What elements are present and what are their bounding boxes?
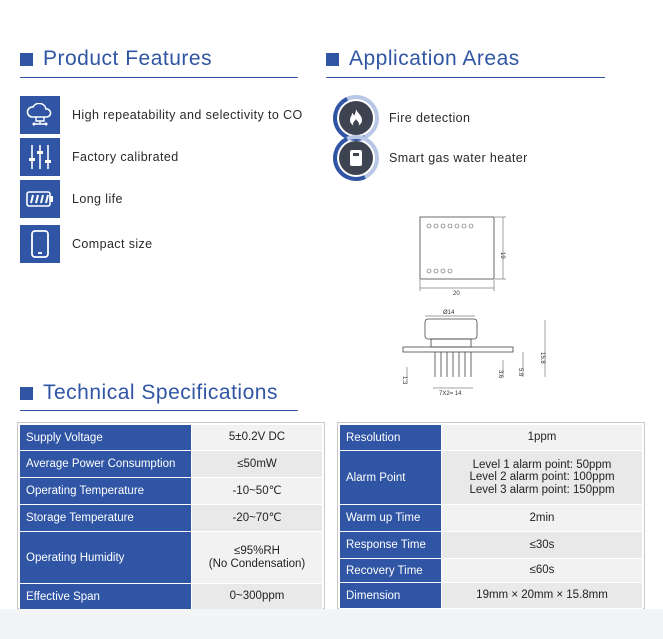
dim-a-label: 3.6 [497, 370, 503, 379]
specs-title: Technical Specifications [43, 381, 278, 404]
specs-right-frame [337, 422, 645, 609]
dim-height-label: 19 [499, 252, 505, 259]
application-label: Smart gas water heater [389, 151, 528, 165]
heading-square-icon [326, 52, 339, 66]
specs-underline [20, 410, 298, 411]
application-label: Fire detection [389, 111, 471, 125]
spec-value: Level 1 alarm point: 50ppm Level 2 alarm… [441, 450, 643, 505]
spec-key: Supply Voltage [19, 424, 192, 451]
table-row: Storage Temperature -20~70℃ [19, 504, 323, 532]
table-row: Supply Voltage 5±0.2V DC [19, 424, 323, 451]
spec-key: Effective Span [19, 583, 192, 610]
spec-key: Warm up Time [339, 504, 442, 532]
spec-key: Response Time [339, 531, 442, 559]
table-row: Recovery Time ≤60s [339, 558, 643, 583]
table-row: Effective Span 0~300ppm [19, 583, 323, 610]
cloud-network-icon [20, 96, 60, 134]
feature-item: Compact size [20, 225, 153, 263]
spec-value: -10~50℃ [191, 477, 323, 505]
table-row: Dimension 19mm × 20mm × 15.8mm [339, 582, 643, 609]
spec-key: Operating Humidity [19, 531, 192, 584]
spec-value: 5±0.2V DC [191, 424, 323, 451]
application-item: Smart gas water heater [333, 135, 528, 181]
table-row: Operating Humidity ≤95%RH (No Condensati… [19, 531, 323, 584]
flame-icon [333, 95, 379, 141]
dim-b-label: 5.8 [517, 368, 523, 377]
specs-left-table: Supply Voltage 5±0.2V DC Average Power C… [19, 424, 323, 610]
table-row: Alarm Point Level 1 alarm point: 50ppm L… [339, 450, 643, 505]
feature-item: Factory calibrated [20, 138, 179, 176]
feature-label: Compact size [72, 237, 153, 251]
spec-value-line: Level 3 alarm point: 150ppm [469, 483, 615, 496]
specs-heading: Technical Specifications [20, 381, 278, 405]
water-heater-icon [333, 135, 379, 181]
table-row: Warm up Time 2min [339, 504, 643, 532]
heading-square-icon [20, 52, 33, 66]
heading-square-icon [20, 386, 33, 400]
spec-key: Operating Temperature [19, 477, 192, 505]
spec-key: Average Power Consumption [19, 450, 192, 478]
dim-diameter-label: Ø14 [443, 310, 455, 316]
table-row: Resolution 1ppm [339, 424, 643, 451]
feature-label: Long life [72, 192, 123, 206]
applications-title: Application Areas [349, 47, 520, 70]
features-title: Product Features [43, 47, 213, 70]
feature-label: High repeatability and selectivity to CO [72, 108, 303, 122]
spec-value: 0~300ppm [191, 583, 323, 610]
feature-item: Long life [20, 180, 123, 218]
dim-pin-span-label: 7X2= 14 [439, 391, 462, 397]
dim-width-label: 20 [453, 291, 460, 297]
spec-key: Recovery Time [339, 558, 442, 583]
feature-label: Factory calibrated [72, 150, 179, 164]
sensor-dimension-drawing: 20 19 Ø14 15.8 5.8 3.6 1.3 7X2= 14 [401, 216, 546, 397]
features-underline [20, 77, 298, 78]
application-item: Fire detection [333, 95, 470, 141]
spec-value-line: ≤95%RH [234, 544, 280, 557]
spec-value-line: Level 2 alarm point: 100ppm [469, 471, 615, 484]
table-row: Response Time ≤30s [339, 531, 643, 559]
spec-value: ≤50mW [191, 450, 323, 478]
table-row: Average Power Consumption ≤50mW [19, 450, 323, 478]
phone-icon [20, 225, 60, 263]
spec-value: -20~70℃ [191, 504, 323, 532]
spec-value: 1ppm [441, 424, 643, 451]
sliders-icon [20, 138, 60, 176]
spec-key: Resolution [339, 424, 442, 451]
specs-right-table: Resolution 1ppm Alarm Point Level 1 alar… [339, 424, 643, 609]
spec-value: 2min [441, 504, 643, 532]
battery-icon [20, 180, 60, 218]
features-heading: Product Features [20, 47, 212, 71]
spec-value: ≤60s [441, 558, 643, 583]
spec-key: Alarm Point [339, 450, 442, 505]
spec-key: Storage Temperature [19, 504, 192, 532]
dim-pin-label: 1.3 [401, 376, 407, 385]
footer-band [0, 609, 663, 639]
spec-value-line: (No Condensation) [208, 557, 306, 570]
applications-underline [326, 77, 605, 78]
spec-value: ≤95%RH (No Condensation) [191, 531, 323, 584]
applications-heading: Application Areas [326, 47, 520, 71]
spec-value: 19mm × 20mm × 15.8mm [441, 582, 643, 609]
spec-value: ≤30s [441, 531, 643, 559]
spec-key: Dimension [339, 582, 442, 609]
table-row: Operating Temperature -10~50℃ [19, 477, 323, 505]
dim-total-height-label: 15.8 [539, 352, 545, 364]
spec-value-line: Level 1 alarm point: 50ppm [472, 458, 612, 471]
feature-item: High repeatability and selectivity to CO [20, 96, 303, 134]
